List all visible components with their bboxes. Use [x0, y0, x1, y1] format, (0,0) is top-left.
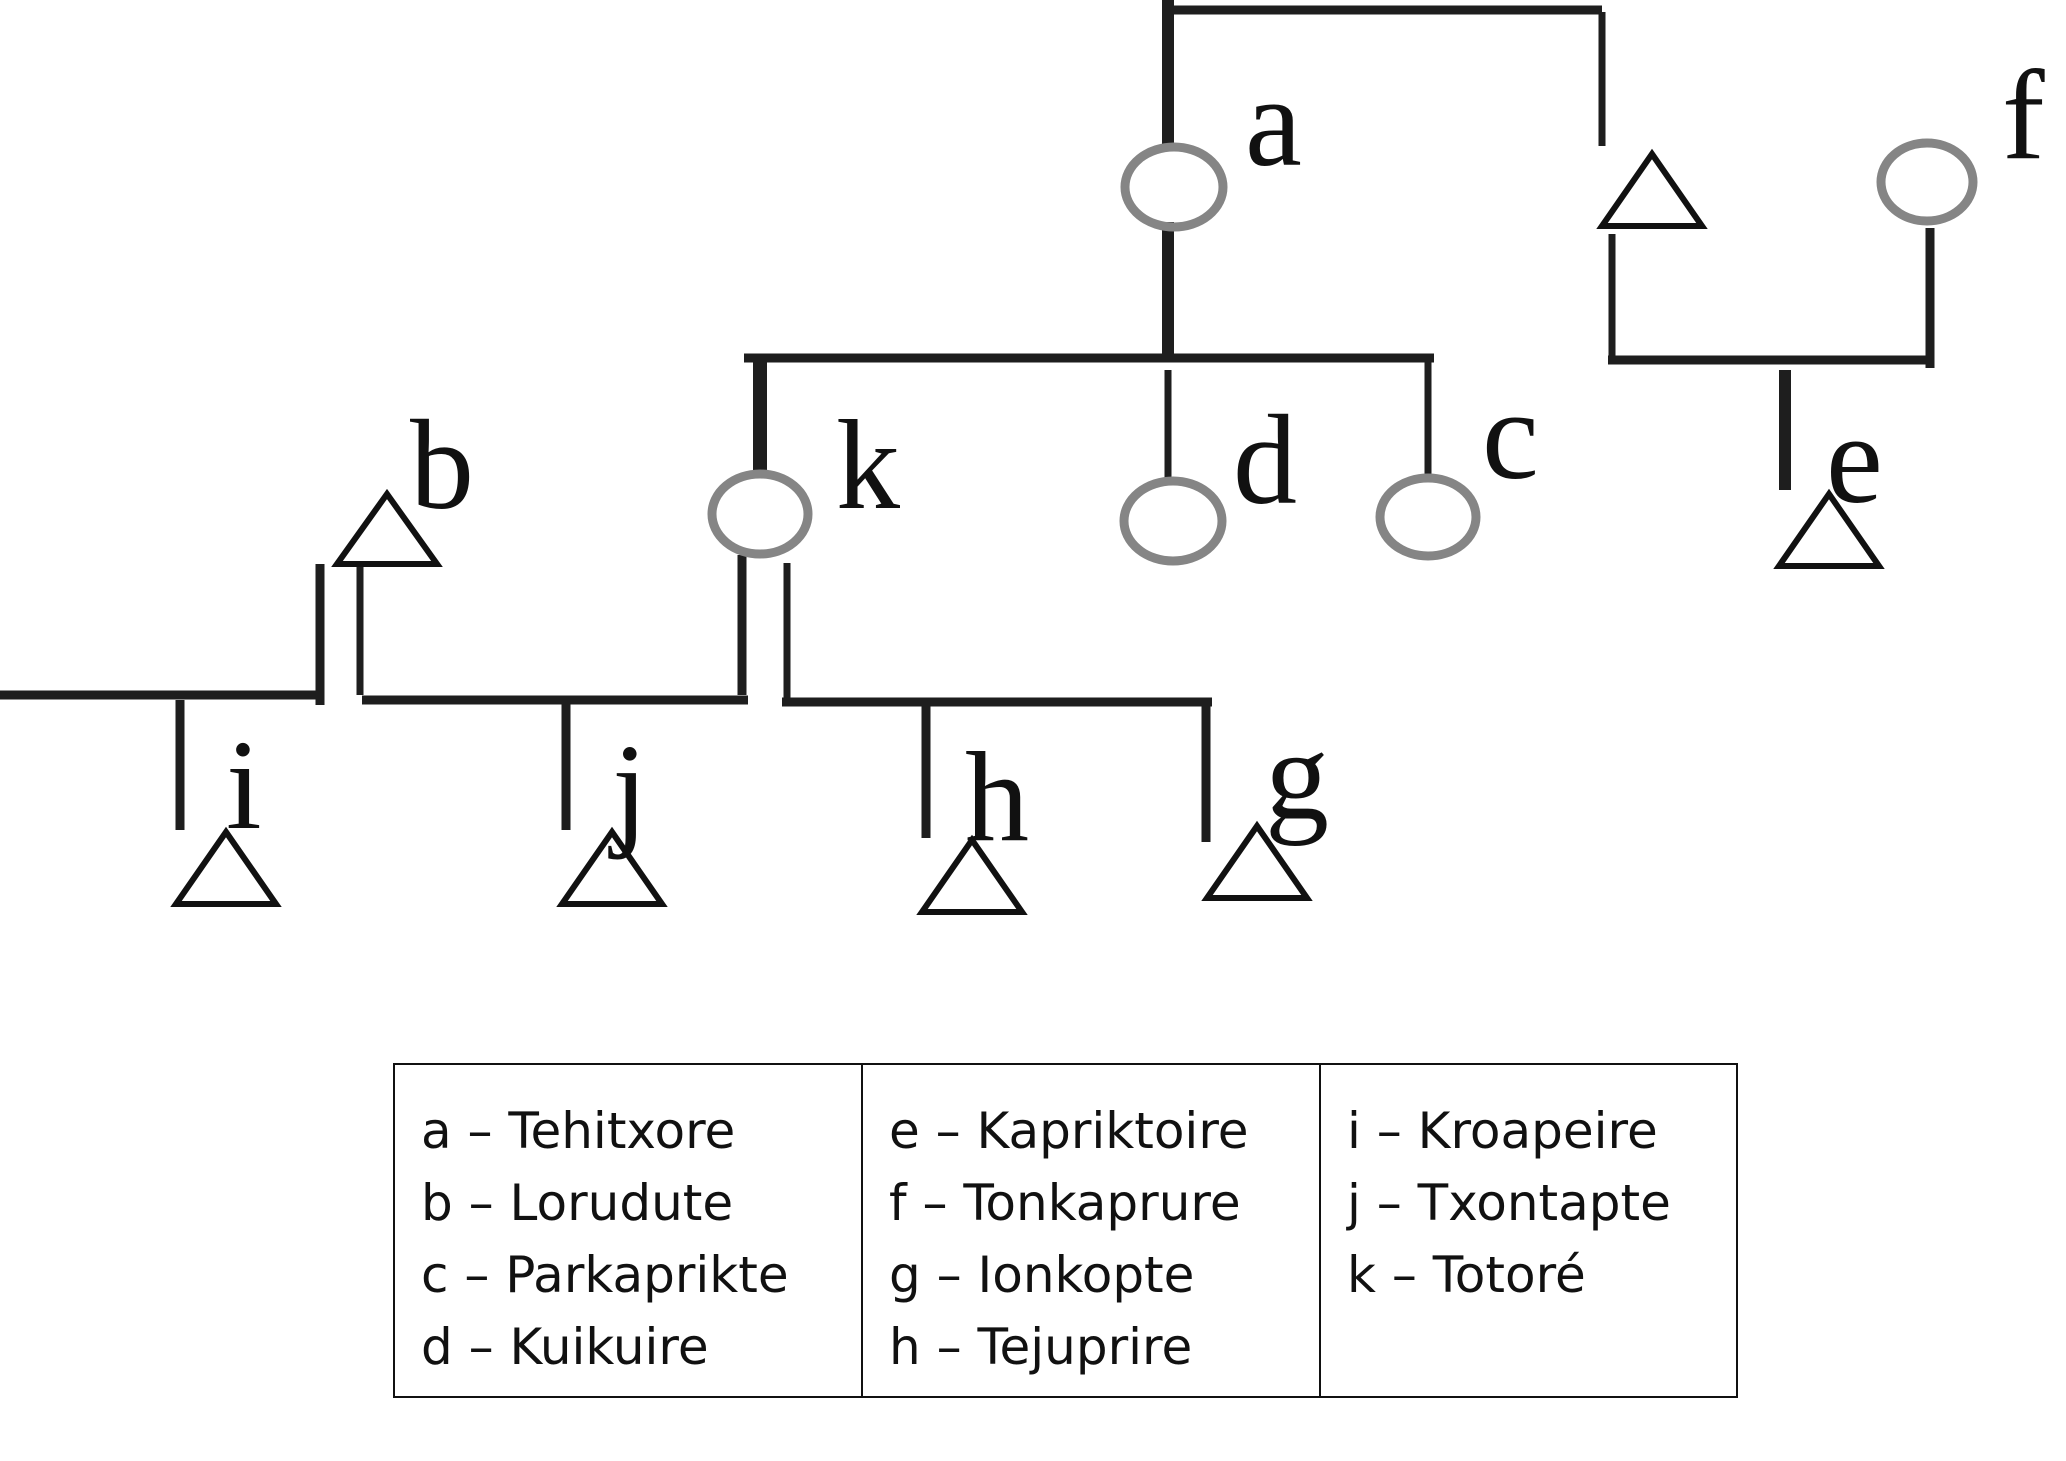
male-triangle-m	[1596, 148, 1708, 229]
legend-item-c: c – Parkaprikte	[421, 1246, 789, 1304]
female-circle-a	[1120, 142, 1228, 232]
node-label-i: i	[226, 714, 262, 856]
node-label-k: k	[836, 394, 900, 536]
legend-item-i: i – Kroapeire	[1347, 1102, 1658, 1160]
female-circle-k	[707, 469, 813, 559]
legend-item-e: e – Kapriktoire	[889, 1102, 1249, 1160]
male-triangle-j	[556, 826, 668, 907]
node-label-c: c	[1482, 364, 1539, 506]
male-triangle-h	[916, 834, 1028, 915]
legend-item-j: j – Txontapte	[1347, 1174, 1671, 1232]
male-triangle-g	[1201, 820, 1313, 901]
kinship-lines	[0, 0, 1935, 842]
legend-item-b: b – Lorudute	[421, 1174, 734, 1232]
legend-column-1: a – Tehitxore b – Lorudute c – Parkaprik…	[395, 1065, 863, 1396]
legend-item-a: a – Tehitxore	[421, 1102, 736, 1160]
legend-item-h: h – Tejuprire	[889, 1318, 1193, 1376]
node-label-d: d	[1233, 389, 1297, 531]
legend-item-f: f – Tonkaprure	[889, 1174, 1241, 1232]
node-label-g: g	[1265, 704, 1329, 846]
legend-column-3: i – Kroapeire j – Txontapte k – Totoré	[1321, 1065, 1736, 1396]
node-label-h: h	[965, 726, 1029, 868]
person-labels: a b c d e f g h i j k	[226, 44, 2045, 868]
female-circle-c	[1375, 473, 1481, 561]
node-label-a: a	[1245, 51, 1302, 193]
node-label-e: e	[1826, 388, 1883, 530]
node-label-b: b	[410, 394, 474, 536]
person-symbols	[170, 138, 1978, 915]
legend-column-2: e – Kapriktoire f – Tonkaprure g – Ionko…	[863, 1065, 1321, 1396]
male-triangle-i	[170, 826, 282, 907]
female-circle-f	[1876, 138, 1978, 226]
male-triangle-b	[331, 488, 443, 567]
node-label-f: f	[2002, 44, 2045, 186]
legend-item-d: d – Kuikuire	[421, 1318, 709, 1376]
legend-item-g: g – Ionkopte	[889, 1246, 1195, 1304]
male-triangle-e	[1773, 488, 1885, 569]
node-label-j: j	[608, 718, 648, 860]
female-circle-d	[1119, 476, 1227, 566]
legend-item-k: k – Totoré	[1347, 1246, 1586, 1304]
legend-table: a – Tehitxore b – Lorudute c – Parkaprik…	[393, 1063, 1738, 1398]
